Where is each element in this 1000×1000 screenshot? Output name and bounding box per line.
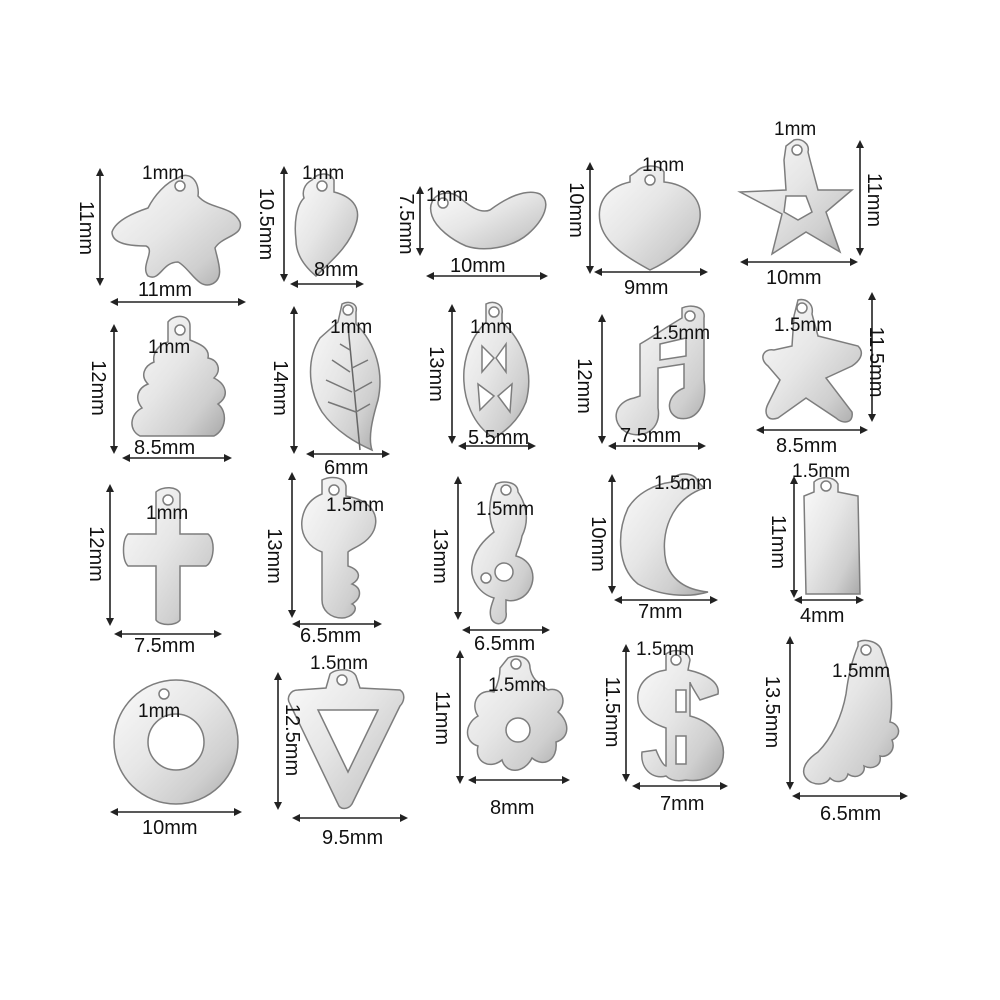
height-label: 7.5mm — [395, 193, 417, 255]
width-label: 7mm — [638, 601, 683, 623]
width-label: 11mm — [138, 279, 193, 301]
height-label: 11.5mm — [601, 676, 623, 748]
charm-blob — [111, 174, 242, 286]
hole-size-label: 1.5mm — [832, 661, 891, 682]
hole-size-label: 1mm — [138, 701, 181, 722]
charm-heart-2 — [598, 165, 701, 271]
height-label: 10.5mm — [255, 187, 277, 261]
charm-heart-1 — [294, 173, 359, 278]
width-label: 8mm — [490, 797, 535, 819]
height-label: 12.5mm — [281, 703, 303, 777]
width-label: 8.5mm — [776, 435, 838, 457]
width-label: 10mm — [766, 267, 822, 289]
width-label: 7mm — [660, 793, 705, 815]
hole-size-label: 1.5mm — [476, 499, 535, 520]
hole-size-label: 1mm — [142, 163, 185, 184]
charm-heart-wide — [429, 191, 547, 250]
charm-treble-clef — [471, 481, 534, 625]
hole-size-label: 1mm — [330, 317, 373, 338]
charm-ring — [113, 679, 239, 805]
charm-dollar — [637, 649, 725, 782]
height-label: 13mm — [263, 528, 285, 584]
height-label: 12mm — [573, 358, 595, 414]
hole-size-label: 1mm — [774, 119, 817, 140]
hole-size-label: 1.5mm — [636, 639, 695, 660]
hole-size-label: 1mm — [302, 163, 345, 184]
charm-cross — [122, 487, 214, 626]
width-label: 7.5mm — [620, 425, 682, 447]
height-label: 11mm — [431, 690, 453, 746]
width-label: 6.5mm — [820, 803, 882, 825]
width-label: 4mm — [800, 605, 845, 627]
width-label: 6.5mm — [474, 633, 536, 655]
charm-tree — [131, 315, 226, 437]
hole-size-label: 1mm — [148, 337, 191, 358]
height-label: 12mm — [87, 360, 109, 416]
width-label: 6.5mm — [300, 625, 362, 647]
height-label: 11.5mm — [865, 326, 887, 398]
hole-size-label: 1.5mm — [792, 461, 851, 482]
width-label: 10mm — [142, 817, 198, 839]
charm-flower — [466, 655, 568, 771]
height-label: 10mm — [587, 516, 609, 572]
height-label: 13mm — [425, 346, 447, 402]
hole-size-label: 1.5mm — [654, 473, 713, 494]
charm-starfish — [762, 298, 863, 423]
charm-key — [301, 476, 377, 619]
height-label: 10mm — [565, 182, 587, 238]
charm-leaf — [309, 301, 381, 452]
charm-leaf-cutout — [463, 301, 530, 439]
height-label: 14mm — [269, 360, 291, 416]
width-label: 5.5mm — [468, 427, 530, 449]
charm-tag — [803, 477, 861, 595]
charm-triangle — [287, 669, 405, 810]
charm-star-cutout — [737, 138, 855, 256]
hole-size-label: 1.5mm — [326, 495, 385, 516]
width-label: 8mm — [314, 259, 359, 281]
hole-size-label: 1.5mm — [488, 675, 547, 696]
height-label: 13mm — [429, 528, 451, 584]
height-label: 11mm — [75, 200, 97, 256]
height-label: 11mm — [863, 172, 885, 228]
hole-size-label: 1mm — [642, 155, 685, 176]
charm-music-note — [615, 305, 706, 436]
hole-size-label: 1.5mm — [310, 653, 369, 674]
hole-size-label: 1mm — [426, 185, 469, 206]
charm-foot — [802, 639, 900, 785]
hole-size-label: 1.5mm — [774, 315, 833, 336]
width-label: 7.5mm — [134, 635, 196, 657]
height-label: 12mm — [85, 526, 107, 582]
width-label: 8.5mm — [134, 437, 196, 459]
width-label: 6mm — [324, 457, 369, 479]
charm-moon — [619, 473, 709, 597]
hole-size-label: 1mm — [146, 503, 189, 524]
width-label: 9mm — [624, 277, 669, 299]
hole-size-label: 1.5mm — [652, 323, 711, 344]
width-label: 10mm — [450, 255, 506, 277]
hole-size-label: 1mm — [470, 317, 513, 338]
width-label: 9.5mm — [322, 827, 384, 849]
height-label: 11mm — [767, 514, 789, 570]
height-label: 13.5mm — [761, 675, 783, 749]
